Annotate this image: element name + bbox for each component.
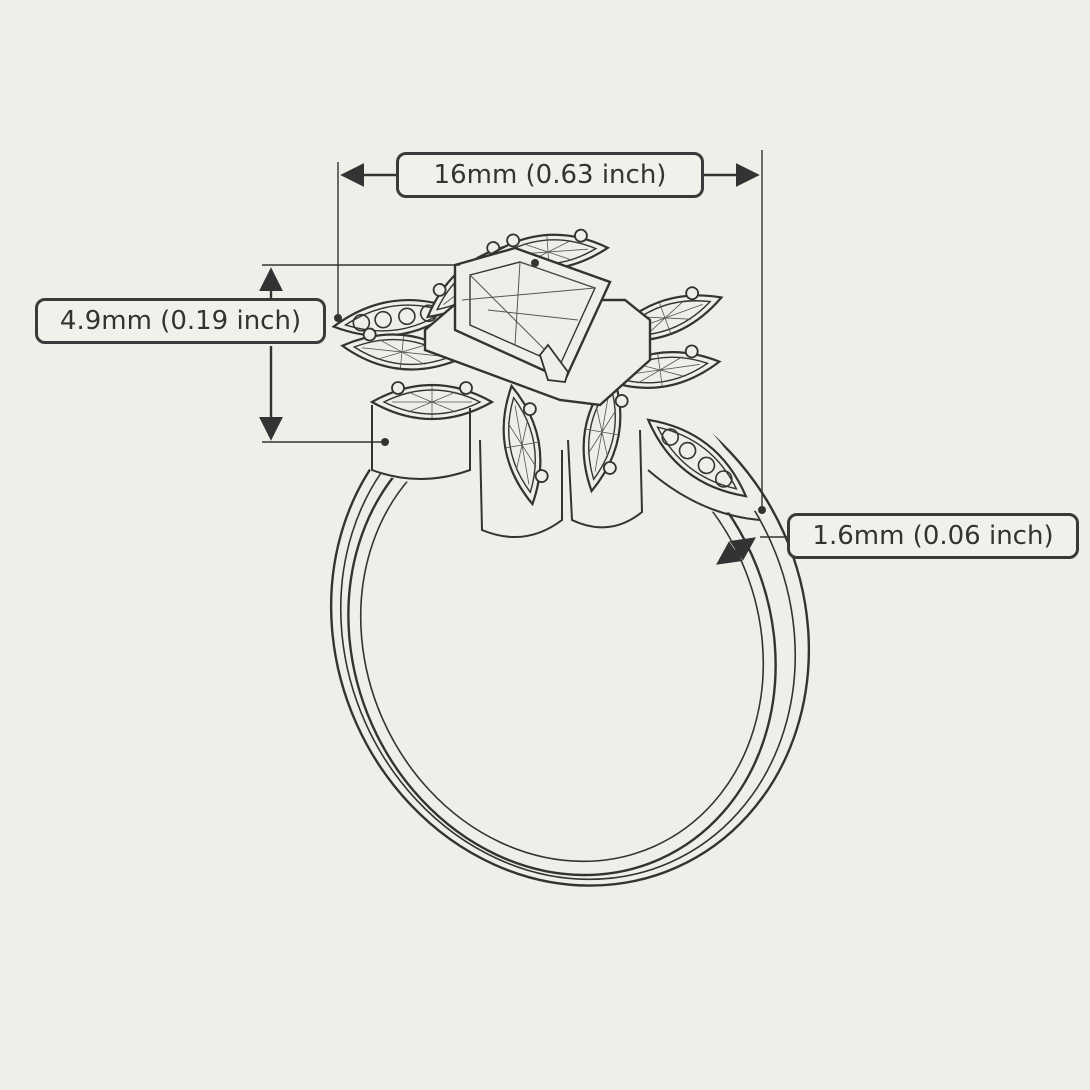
height-dimension-label: 4.9mm (0.19 inch) [35,298,326,344]
width-dimension-label: 16mm (0.63 inch) [396,152,704,198]
dimension-lines [259,150,787,565]
band-width-dimension-label: 1.6mm (0.06 inch) [787,513,1079,559]
ring-head [330,226,761,545]
